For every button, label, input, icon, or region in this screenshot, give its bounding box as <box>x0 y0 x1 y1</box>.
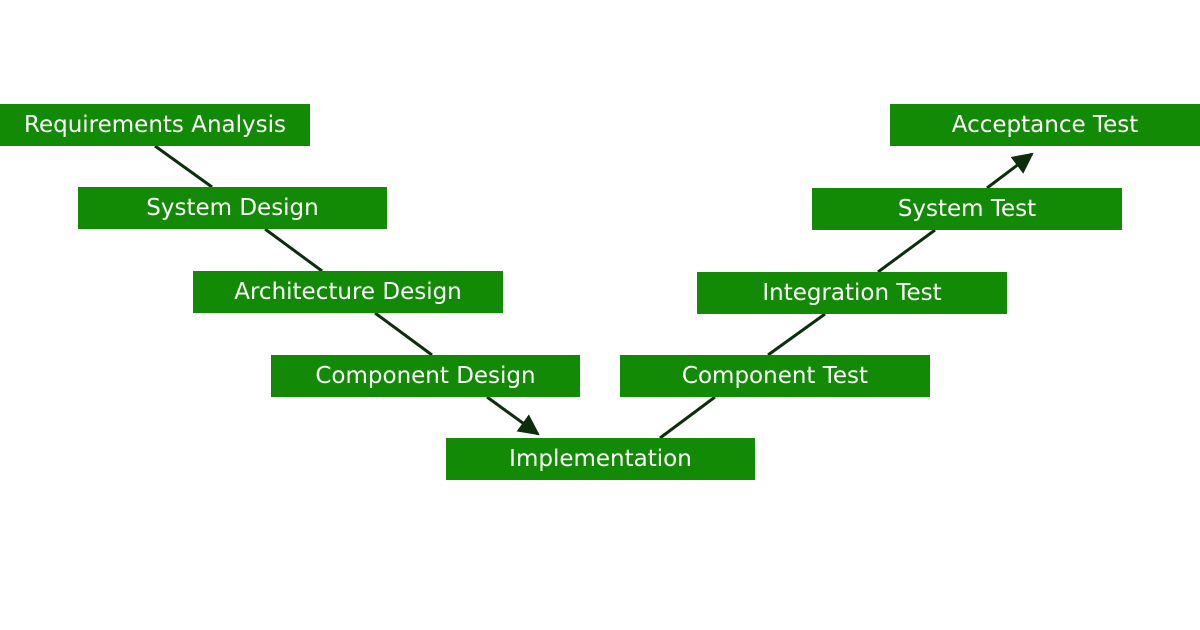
stage-component-test: Component Test <box>620 355 930 397</box>
arrow-system-test-to-acceptance-test <box>986 152 1034 190</box>
stage-label: System Design <box>146 195 319 221</box>
stage-label: Component Design <box>315 363 536 389</box>
connector-implementation-to-component-test <box>659 395 716 440</box>
stage-requirements-analysis: Requirements Analysis <box>0 104 310 146</box>
stage-label: Component Test <box>681 363 869 389</box>
stage-label: Implementation <box>509 446 692 472</box>
stage-architecture-design: Architecture Design <box>193 271 503 313</box>
stage-acceptance-test: Acceptance Test <box>890 104 1200 146</box>
stage-implementation: Implementation <box>446 438 755 480</box>
stage-label: Integration Test <box>762 280 942 306</box>
stage-integration-test: Integration Test <box>697 272 1007 314</box>
connector-requirements-to-system-design <box>154 144 213 189</box>
connector-architecture-design-to-component-design <box>374 311 433 357</box>
stage-system-test: System Test <box>812 188 1122 230</box>
connector-component-test-to-integration-test <box>767 312 826 357</box>
stage-label: System Test <box>897 196 1037 222</box>
stage-system-design: System Design <box>78 187 387 229</box>
stage-label: Architecture Design <box>234 279 462 305</box>
stage-component-design: Component Design <box>271 355 580 397</box>
stage-label: Acceptance Test <box>951 112 1139 138</box>
connector-integration-test-to-system-test <box>877 228 936 274</box>
arrow-component-design-to-implementation <box>486 395 540 436</box>
connector-system-design-to-architecture-design <box>264 227 323 273</box>
stage-label: Requirements Analysis <box>24 112 286 138</box>
